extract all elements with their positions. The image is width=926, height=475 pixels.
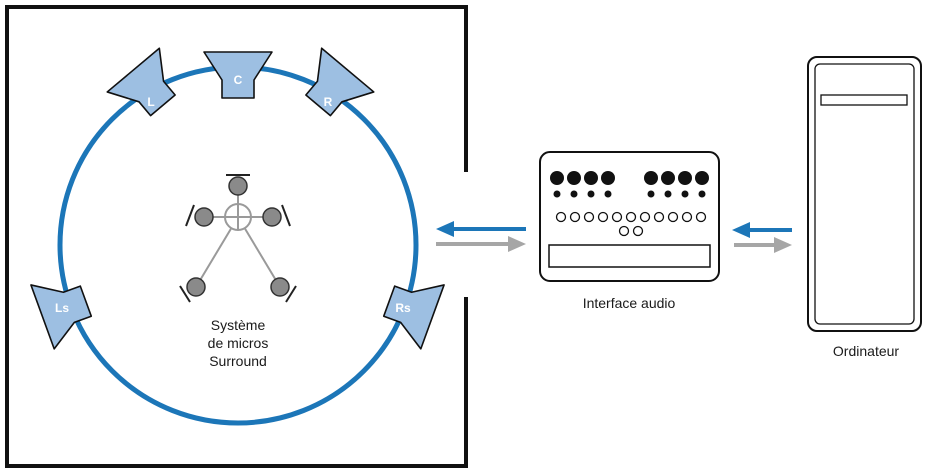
mic-capsule-rear-left xyxy=(179,277,206,303)
mic-array-label-line1: Système xyxy=(211,317,266,333)
speaker-circle xyxy=(57,64,419,426)
mic-array-label-line2: de micros xyxy=(208,335,269,351)
speaker-center-label: C xyxy=(234,73,243,87)
speaker-center: C xyxy=(203,51,273,99)
computer-label: Ordinateur xyxy=(833,343,899,359)
speaker-right-label: R xyxy=(324,95,333,109)
speaker-right-surround-label: Rs xyxy=(395,301,411,315)
speaker-left-surround xyxy=(30,284,93,350)
mic-array-label-line3: Surround xyxy=(209,353,267,369)
mic-capsule-left xyxy=(185,204,214,227)
surround-mic-array xyxy=(179,174,297,303)
arrow-to-room xyxy=(436,221,526,237)
speaker-left xyxy=(106,47,176,117)
computer-tower xyxy=(807,56,922,332)
speaker-right xyxy=(305,47,375,117)
arrow-to-interface xyxy=(436,236,526,252)
room-outline xyxy=(5,5,468,468)
mic-capsule-right xyxy=(262,204,291,227)
speaker-right-surround xyxy=(382,284,445,350)
arrow-to-interface-from-computer xyxy=(732,222,792,238)
audio-interface-label: Interface audio xyxy=(583,295,676,311)
mic-capsule-top xyxy=(226,174,250,196)
mic-capsule-rear-right xyxy=(270,277,297,303)
audio-interface xyxy=(539,151,720,282)
speaker-left-label: L xyxy=(147,95,154,109)
arrow-to-computer xyxy=(734,237,792,253)
speaker-left-surround-label: Ls xyxy=(55,301,69,315)
